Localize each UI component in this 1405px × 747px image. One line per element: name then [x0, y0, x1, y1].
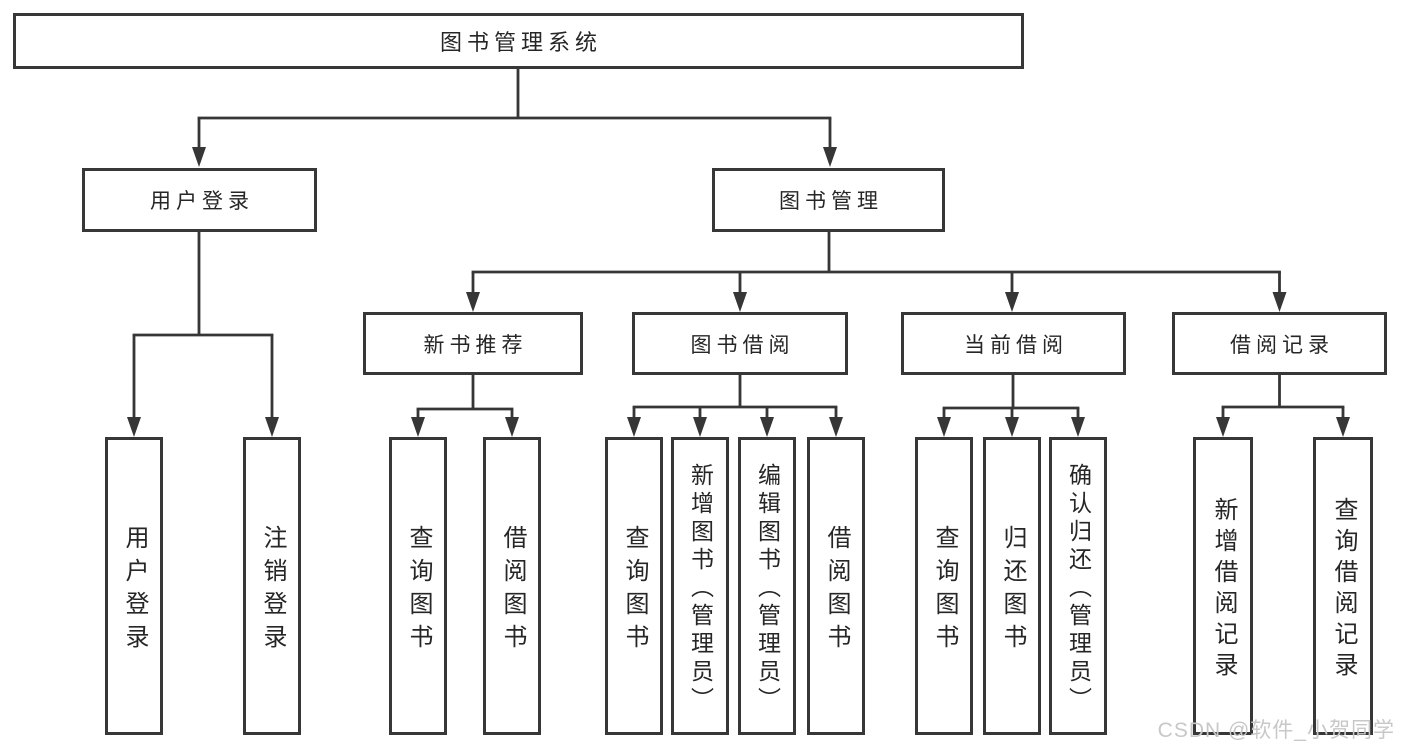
node-borrow-record: 借阅记录	[1172, 312, 1387, 375]
leaf-bb-add-book-label: 新增图书（管理员）	[687, 462, 714, 715]
leaf-rec-query-book: 查询图书	[389, 437, 447, 735]
node-root: 图书管理系统	[13, 13, 1024, 69]
arrowhead-down	[466, 292, 480, 312]
leaf-bb-borrow-book-label: 借阅图书	[823, 524, 850, 657]
arrowhead-down	[1005, 417, 1019, 437]
leaf-cb-return-book-label: 归还图书	[999, 524, 1026, 657]
leaf-bb-add-book: 新增图书（管理员）	[671, 437, 729, 735]
arrowhead-down	[829, 417, 843, 437]
arrowhead-down	[760, 417, 774, 437]
connector-new-book-rec-children	[411, 374, 519, 437]
arrowhead-down	[1272, 292, 1287, 312]
node-user-login-label: 用户登录	[150, 190, 254, 213]
leaf-bb-edit-book-label: 编辑图书（管理员）	[754, 462, 781, 715]
node-current-borrow-label: 当前借阅	[964, 333, 1068, 357]
leaf-logout: 注销登录	[243, 437, 301, 735]
leaf-rec-query-book-label: 查询图书	[405, 524, 432, 657]
node-new-book-rec-label: 新书推荐	[423, 333, 528, 357]
arrowhead-down	[192, 147, 206, 167]
connector-root-to-level2	[192, 67, 837, 167]
arrowhead-down	[411, 417, 425, 437]
leaf-bb-borrow-book: 借阅图书	[807, 437, 865, 735]
node-book-borrow-label: 图书借阅	[690, 333, 795, 357]
leaf-cb-query-book-label: 查询图书	[931, 524, 958, 657]
node-current-borrow: 当前借阅	[901, 312, 1126, 375]
leaf-cb-confirm-return: 确认归还（管理员）	[1049, 437, 1107, 735]
node-book-borrow: 图书借阅	[632, 312, 848, 375]
leaf-br-query-record: 查询借阅记录	[1313, 437, 1373, 735]
arrowhead-down	[733, 292, 747, 312]
arrowhead-down	[1216, 417, 1230, 437]
arrowhead-down	[1071, 417, 1085, 437]
leaf-cb-return-book: 归还图书	[983, 437, 1041, 735]
arrowhead-down	[693, 417, 707, 437]
connector-book-borrow-children	[627, 374, 843, 437]
node-book-mgmt-label: 图书管理	[779, 190, 883, 213]
connector-current-borrow-children	[937, 374, 1085, 437]
arrowhead-down	[627, 417, 641, 437]
node-root-label: 图书管理系统	[439, 30, 602, 55]
node-new-book-rec: 新书推荐	[363, 312, 583, 375]
arrowhead-down	[265, 417, 279, 437]
leaf-rec-borrow-book: 借阅图书	[483, 437, 541, 735]
csdn-watermark: CSDN @软件_小贺同学	[1157, 719, 1395, 742]
arrowhead-down	[127, 417, 141, 437]
leaf-logout-label: 注销登录	[259, 524, 286, 657]
node-user-login: 用户登录	[82, 168, 317, 232]
node-book-mgmt: 图书管理	[712, 168, 945, 232]
arrowhead-down	[505, 417, 519, 437]
leaf-cb-confirm-return-label: 确认归还（管理员）	[1065, 462, 1092, 715]
arrowhead-down	[823, 147, 837, 167]
connector-book-mgmt-to-level3	[466, 231, 1287, 312]
arrowhead-down	[937, 417, 951, 437]
leaf-user-login: 用户登录	[105, 437, 163, 735]
leaf-br-query-record-label: 查询借阅记录	[1330, 496, 1357, 683]
node-borrow-record-label: 借阅记录	[1230, 333, 1334, 357]
leaf-bb-query-book-label: 查询图书	[621, 524, 648, 657]
connector-user-login-children	[127, 231, 279, 437]
leaf-br-add-record: 新增借阅记录	[1193, 437, 1253, 735]
leaf-br-add-record-label: 新增借阅记录	[1210, 496, 1237, 683]
leaf-rec-borrow-book-label: 借阅图书	[499, 524, 526, 657]
leaf-cb-query-book: 查询图书	[915, 437, 973, 735]
leaf-bb-edit-book: 编辑图书（管理员）	[738, 437, 796, 735]
leaf-user-login-label: 用户登录	[121, 524, 148, 657]
arrowhead-down	[1005, 292, 1019, 312]
connector-borrow-record-children	[1216, 374, 1350, 437]
arrowhead-down	[1336, 417, 1350, 437]
leaf-bb-query-book: 查询图书	[605, 437, 663, 735]
